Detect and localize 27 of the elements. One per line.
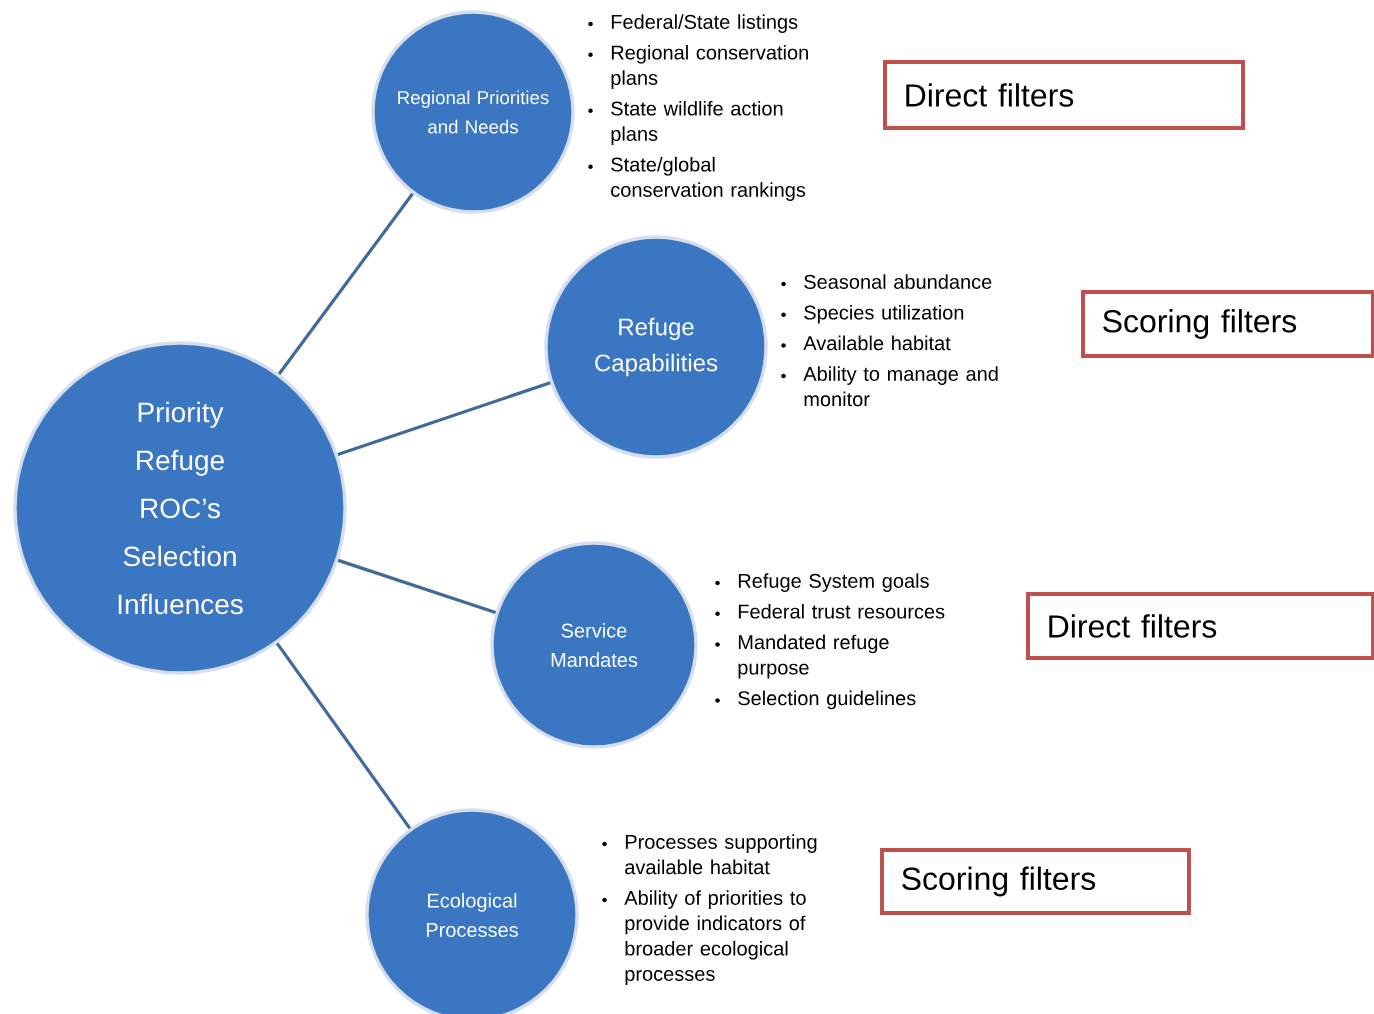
filter-box: Direct filters [1026,592,1374,660]
circle-node: Regional Priorities and Needs [371,10,575,214]
connector-line [275,642,412,830]
connector-line [337,381,551,457]
bullet-item: Mandated refuge purpose [715,634,889,679]
filter-box: Scoring filters [880,848,1191,915]
bullet-item: Ability to manage and monitor [781,366,998,407]
circle-node: Ecological Processes [365,808,579,1014]
circle-node: Priority Refuge ROC’s Selection Influences [13,341,347,675]
bullet-item: Federal/State listings [588,14,798,33]
filter-box: Scoring filters [1081,290,1374,358]
circle-node: Service Mandates [490,541,698,749]
connector-line [337,558,497,614]
bullet-item: State/global conservation rankings [588,156,806,201]
bullet-item: Regional conservation plans [588,44,808,89]
bullet-item: State wildlife action plans [588,100,783,145]
bullet-item: Refuge System goals [715,573,929,592]
bullet-item: Available habitat [781,335,951,351]
bullet-item: Seasonal abundance [781,274,992,289]
bullet-item: Species utilization [781,304,964,324]
connector-line [277,192,414,375]
circle-node: Refuge Capabilities [544,235,768,459]
filter-box: Direct filters [883,60,1245,130]
bullet-item: Ability of priorities to provide indicators of broader ecological processes [602,890,806,985]
bullet-item: Selection guidelines [715,690,916,710]
bullet-item: Federal trust resources [715,603,945,619]
bullet-item: Processes supporting available habitat [602,834,817,875]
